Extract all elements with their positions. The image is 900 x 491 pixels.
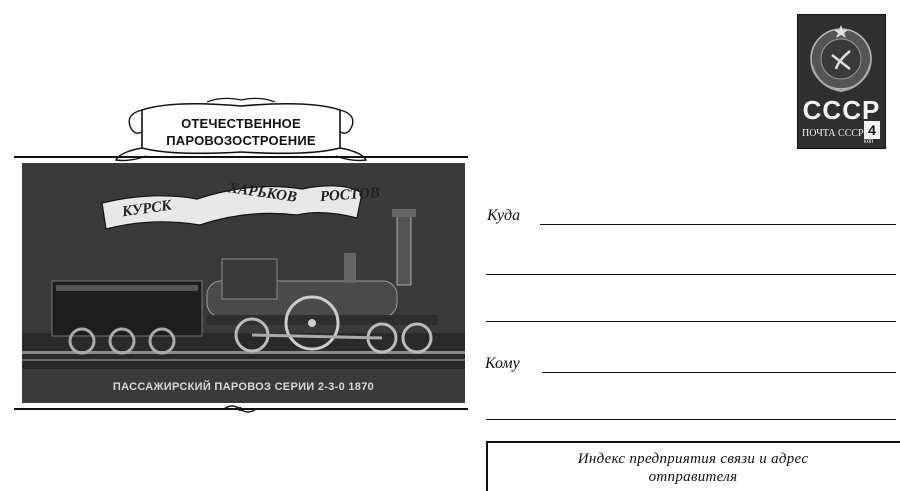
title-cartouche: ОТЕЧЕСТВЕННОЕ ПАРОВОЗОСТРОЕНИЕ	[112, 96, 370, 166]
recipient-label: Кому	[485, 355, 520, 372]
locomotive-picture: КУРСК ХАРЬКОВ РОСТОВ ПАССАЖИРСКИЙ ПАРОВО…	[22, 163, 465, 403]
stamp-post-text: ПОЧТА СССР	[802, 128, 864, 139]
recipient-line-2[interactable]	[486, 419, 896, 420]
sender-label-line-1: Индекс предприятия связи и адрес	[577, 451, 809, 467]
to-line-1[interactable]	[540, 224, 896, 225]
to-line-3[interactable]	[486, 321, 896, 322]
picture-caption: ПАССАЖИРСКИЙ ПАРОВОЗ СЕРИИ 2-3-0 1870	[112, 381, 375, 393]
stamp-country: СССР	[802, 95, 881, 125]
ornament-icon	[223, 405, 257, 413]
sender-label-line-2: отправителя	[648, 469, 738, 485]
scroll-ornament-icon	[114, 97, 368, 162]
postage-stamp: СССР ПОЧТА СССР 4 коп	[797, 14, 886, 149]
title-line-2: ПАРОВОЗОСТРОЕНИЕ	[166, 133, 316, 148]
to-label: Куда	[487, 207, 521, 224]
recipient-line-1[interactable]	[542, 372, 896, 373]
to-line-2[interactable]	[486, 274, 896, 275]
state-emblem-icon	[810, 25, 872, 93]
sender-box[interactable]	[486, 441, 900, 491]
title-line-1: ОТЕЧЕСТВЕННОЕ	[181, 116, 301, 131]
stamp-unit: коп	[864, 139, 874, 145]
locomotive-icon	[22, 163, 465, 403]
frame-top-rule	[14, 156, 468, 158]
stamp-value: 4	[864, 121, 880, 139]
